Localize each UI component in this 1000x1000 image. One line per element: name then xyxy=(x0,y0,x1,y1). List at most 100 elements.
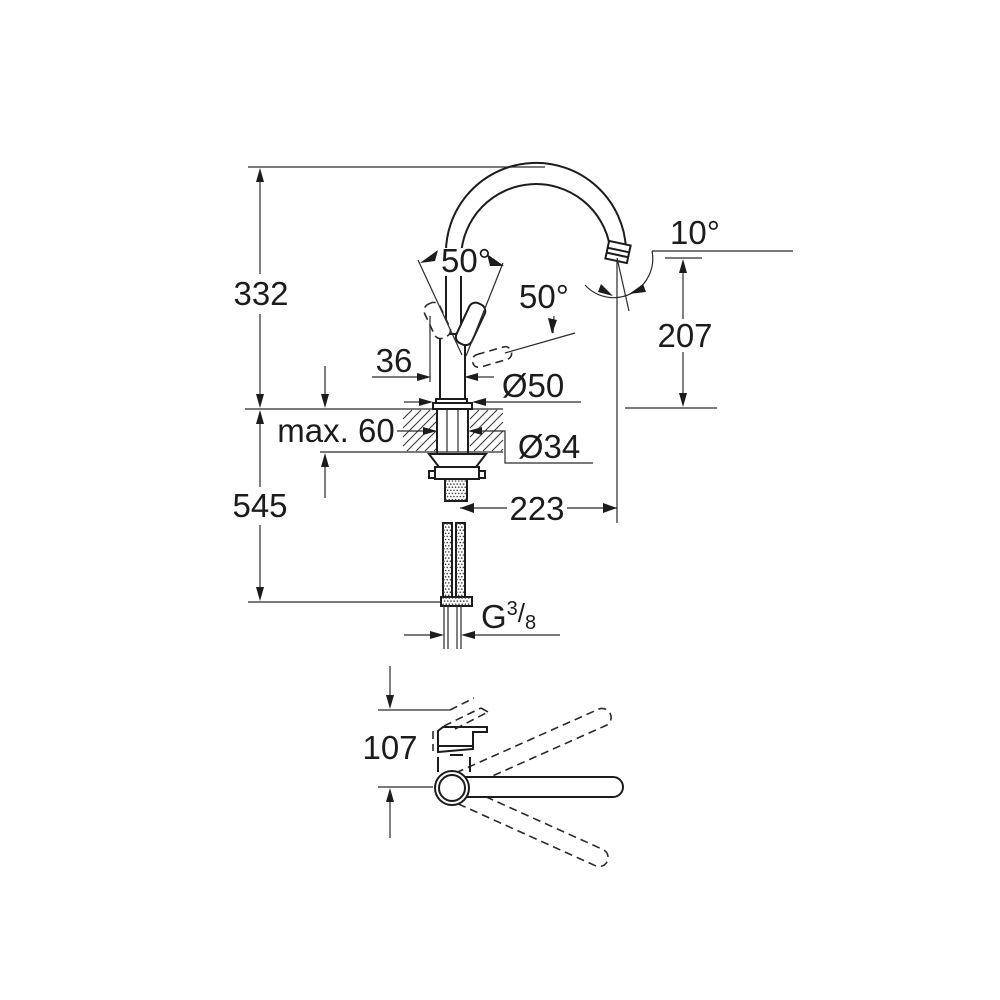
hose-texture-shape xyxy=(446,535,449,538)
hose-texture-shape xyxy=(451,603,454,605)
mounting-nut xyxy=(434,466,480,480)
dim-spout-reach-shape xyxy=(507,494,567,524)
hose-texture-shape xyxy=(456,535,458,538)
hose-texture-shape xyxy=(458,603,460,605)
hose-texture-shape xyxy=(467,597,470,599)
hose-texture-shape xyxy=(446,523,449,525)
hose-texture-shape xyxy=(444,582,447,584)
dim-thread-g38-shape xyxy=(430,631,444,639)
dim-below-deck-shape xyxy=(256,587,264,601)
hose-texture-shape xyxy=(442,597,444,599)
dim-total-height-shape xyxy=(256,394,264,408)
dim-thread-g38: G3/8 xyxy=(404,598,560,639)
hose-texture-shape xyxy=(443,529,445,531)
hose-texture-shape xyxy=(464,603,467,605)
hose-texture-shape xyxy=(453,600,456,602)
countertop-hatch-shape xyxy=(482,430,504,452)
dim-outlet-height-shape xyxy=(679,259,687,273)
dim-207-label: 207 xyxy=(657,317,712,354)
hose-texture-shape xyxy=(459,541,462,544)
hose-texture-shape xyxy=(451,492,454,495)
hose-texture-shape xyxy=(444,532,447,535)
angle-50-side: 50° xyxy=(504,278,576,354)
hose-texture-shape xyxy=(464,597,467,599)
arrowhead xyxy=(548,318,557,334)
dim-shank-diameter: Ø34 xyxy=(397,427,593,465)
outlet-axis-line xyxy=(616,257,630,312)
hose-texture-shape xyxy=(456,554,458,556)
hose-texture-shape xyxy=(443,523,445,525)
hose-texture-shape xyxy=(446,529,449,531)
hose-texture-shape xyxy=(445,486,447,489)
hose-texture-shape xyxy=(461,597,464,599)
hose-texture-shape xyxy=(462,541,465,544)
lever-handle xyxy=(423,301,513,369)
hose-texture-shape xyxy=(444,563,447,566)
hose-texture-shape xyxy=(462,572,465,575)
hose-texture-shape xyxy=(448,538,450,541)
countertop-hatch-shape xyxy=(402,409,413,420)
spout-arc-outer xyxy=(444,161,627,258)
hose-texture-shape xyxy=(455,597,457,599)
hose-texture-shape xyxy=(443,554,445,556)
hose-texture-shape xyxy=(448,582,450,584)
top-view: 107 xyxy=(361,666,624,868)
hose-texture-shape xyxy=(444,551,447,553)
dim-outlet-height-shape xyxy=(657,322,713,352)
hose-texture-shape xyxy=(454,492,457,495)
dim-36-label: 36 xyxy=(376,342,413,379)
hose-texture-shape xyxy=(457,532,460,535)
dim-below-deck-shape xyxy=(256,410,264,424)
mounting-nut-ear-right xyxy=(478,470,486,479)
dim-body-width: 36 xyxy=(372,316,494,382)
hose-texture-shape xyxy=(459,489,462,492)
hose-texture-shape xyxy=(448,603,451,605)
hose-texture-shape xyxy=(445,480,447,482)
hose-texture-shape xyxy=(461,563,463,566)
hose-texture-shape xyxy=(448,526,450,528)
hose-texture-shape xyxy=(451,480,454,482)
dim-dia34-label: Ø34 xyxy=(518,428,580,465)
hose-texture-shape xyxy=(448,492,451,495)
hose-texture-shape xyxy=(462,560,465,562)
hose-texture-shape xyxy=(444,575,447,578)
hose-texture-shape xyxy=(456,541,458,544)
hose-texture-shape xyxy=(456,529,458,531)
spout-arc-inner xyxy=(460,183,611,258)
hose-texture-shape xyxy=(444,588,447,590)
hose-texture-shape xyxy=(459,566,462,569)
hose-texture-shape xyxy=(464,486,467,489)
hose-texture-shape xyxy=(443,591,445,593)
hose-texture-shape xyxy=(461,480,463,482)
hose-texture-shape xyxy=(462,566,465,569)
angle-50-travel-shape xyxy=(444,248,488,276)
dim-outlet-height: 207 xyxy=(657,257,713,407)
hose-texture-shape xyxy=(449,591,452,593)
hose-texture-shape xyxy=(455,603,457,605)
hose-texture-shape xyxy=(443,560,445,562)
hose-texture-shape xyxy=(461,498,463,501)
hose-texture-shape xyxy=(457,557,460,559)
hose-texture-shape xyxy=(446,560,449,562)
hose-texture-shape xyxy=(461,492,463,495)
hose-texture-shape xyxy=(443,535,445,538)
hose-texture-shape xyxy=(464,498,467,501)
hose-texture-shape xyxy=(446,554,449,556)
hose-texture-shape xyxy=(459,548,462,550)
hose-texture-shape xyxy=(448,569,450,572)
angle-10-label: 10° xyxy=(670,214,720,251)
hose-texture-shape xyxy=(459,523,462,525)
countertop-hatch-shape xyxy=(491,439,504,452)
hose-texture-shape xyxy=(457,569,460,572)
hose-texture-shape xyxy=(461,551,463,553)
hose-texture-shape xyxy=(443,585,445,587)
hose-texture-shape xyxy=(462,483,465,485)
dim-top-offset-shape xyxy=(361,732,418,764)
hose-texture-shape xyxy=(445,603,448,605)
handle-ghost-dashed xyxy=(454,711,489,730)
dim-below-deck-shape xyxy=(232,490,288,522)
hose-texture-shape xyxy=(449,554,452,556)
hose-texture-shape xyxy=(448,480,451,482)
hose-texture-shape xyxy=(462,535,465,538)
